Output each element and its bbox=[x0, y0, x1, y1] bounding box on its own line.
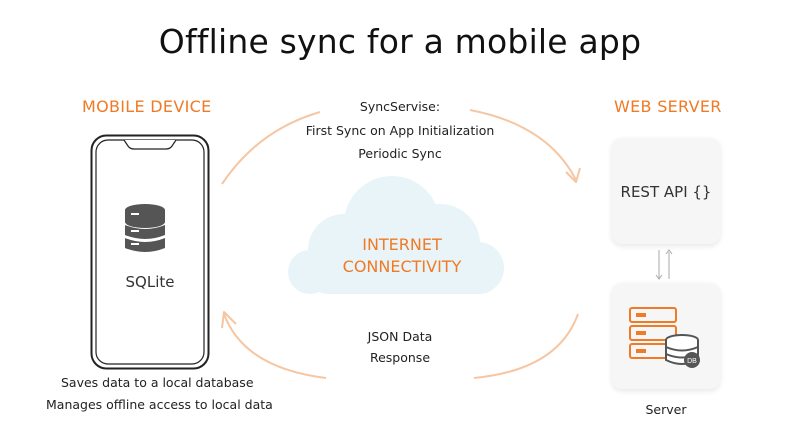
mobile-device-heading: MOBILE DEVICE bbox=[82, 97, 212, 116]
top-arc-arrow bbox=[221, 111, 321, 185]
internet-cloud bbox=[288, 176, 504, 294]
bottom-arc-arrow bbox=[473, 313, 579, 379]
mobile-phone bbox=[90, 134, 210, 370]
mobile-note-1: Saves data to a local database bbox=[61, 375, 254, 390]
top-arrowhead bbox=[565, 167, 581, 183]
cloud-label-line1: INTERNET bbox=[362, 235, 442, 254]
phone-notch bbox=[123, 139, 177, 150]
response-text: Response bbox=[369, 350, 431, 365]
api-server-connector bbox=[655, 249, 673, 280]
web-server-heading: WEB SERVER bbox=[614, 97, 722, 116]
db-badge-label: DB bbox=[687, 358, 697, 365]
json-data-text: JSON Data bbox=[367, 329, 433, 344]
rest-api-card bbox=[612, 138, 720, 244]
rest-api-label: REST API {} bbox=[620, 183, 712, 201]
database-icon bbox=[125, 204, 165, 252]
server-label: Server bbox=[645, 402, 687, 417]
cloud-label-line2: CONNECTIVITY bbox=[342, 257, 462, 276]
db-badge-icon bbox=[684, 352, 700, 368]
sync-periodic-text: Periodic Sync bbox=[358, 146, 442, 161]
sync-first-sync-text: First Sync on App Initialization bbox=[305, 123, 495, 138]
sqlite-label: SQLite bbox=[125, 273, 175, 291]
sync-service-title: SyncServise: bbox=[359, 99, 441, 114]
mobile-note-2: Manages offline access to local data bbox=[46, 397, 273, 412]
page-title: Offline sync for a mobile app bbox=[158, 22, 642, 61]
server-icon: DB bbox=[629, 307, 700, 368]
bottom-arrowhead bbox=[221, 311, 237, 329]
